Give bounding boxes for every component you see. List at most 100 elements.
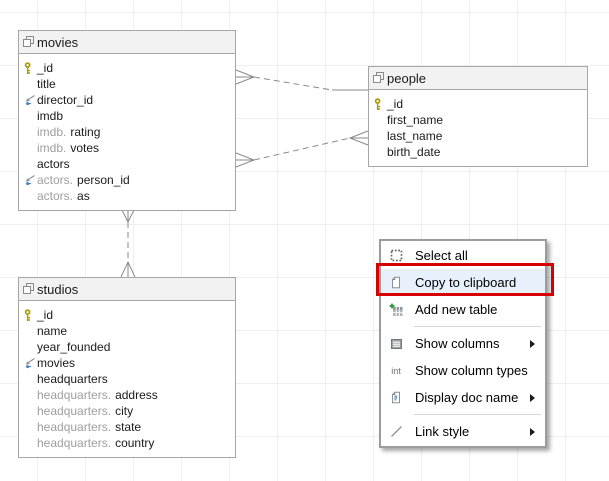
field-row[interactable]: headquarters: [19, 371, 235, 387]
submenu-arrow-icon: [530, 339, 535, 348]
field-name: imdb: [37, 109, 64, 123]
submenu-arrow-icon: [530, 393, 535, 402]
field-name: _id: [37, 308, 54, 322]
field-name: _id: [37, 61, 54, 75]
table-header[interactable]: people: [369, 67, 587, 90]
field-name: city: [115, 404, 134, 418]
menu-item-select-all[interactable]: Select all: [381, 242, 545, 269]
field-row[interactable]: title: [19, 76, 235, 92]
menu-item-add-new-table[interactable]: Add new table: [381, 296, 545, 323]
field-row[interactable]: headquarters.country: [19, 435, 235, 451]
field-row[interactable]: last_name: [369, 128, 587, 144]
field-row[interactable]: director_id: [19, 92, 235, 108]
field-name: votes: [70, 141, 100, 155]
field-prefix: headquarters.: [37, 404, 112, 418]
select-all-icon: [385, 249, 407, 262]
field-name: movies: [37, 356, 76, 370]
connector-movies-people-1: [235, 69, 368, 91]
field-prefix: headquarters.: [37, 388, 112, 402]
field-name: headquarters: [37, 372, 108, 386]
field-name: title: [37, 77, 56, 91]
collection-icon: [373, 71, 384, 86]
field-name: first_name: [387, 113, 444, 127]
field-prefix: actors.: [37, 189, 74, 203]
key-icon: [373, 97, 387, 111]
menu-item-label: Show columns: [415, 336, 500, 351]
int-icon: int: [391, 365, 401, 376]
field-name: year_founded: [37, 340, 111, 354]
field-name: address: [115, 388, 158, 402]
menu-item-display-doc-name[interactable]: Display doc name: [381, 384, 545, 411]
field-name: director_id: [37, 93, 94, 107]
field-row[interactable]: _id: [19, 60, 235, 76]
menu-item-label: Select all: [415, 248, 468, 263]
link-icon: [385, 425, 407, 438]
menu-item-copy-to-clipboard[interactable]: Copy to clipboard: [381, 269, 545, 296]
menu-item-label: Copy to clipboard: [415, 275, 517, 290]
table-title: people: [387, 70, 427, 86]
menu-item-show-column-types[interactable]: int Show column types: [381, 357, 545, 384]
table-title: movies: [37, 34, 79, 50]
field-row[interactable]: actors: [19, 156, 235, 172]
table-header[interactable]: movies: [19, 31, 235, 54]
field-name: rating: [70, 125, 101, 139]
field-prefix: imdb.: [37, 141, 67, 155]
field-row[interactable]: imdb.votes: [19, 140, 235, 156]
field-name: birth_date: [387, 145, 441, 159]
menu-item-show-columns[interactable]: Show columns: [381, 330, 545, 357]
collection-icon: [23, 282, 34, 297]
menu-item-label: Display doc name: [415, 390, 519, 405]
field-row[interactable]: _id: [369, 96, 587, 112]
field-row[interactable]: headquarters.city: [19, 403, 235, 419]
table-title: studios: [37, 281, 79, 297]
field-row[interactable]: birth_date: [369, 144, 587, 160]
field-row[interactable]: first_name: [369, 112, 587, 128]
menu-separator: [414, 414, 541, 415]
key-icon: [23, 61, 37, 75]
field-name: state: [115, 420, 142, 434]
field-name: country: [115, 436, 155, 450]
field-row[interactable]: actors.as: [19, 188, 235, 204]
field-row[interactable]: movies: [19, 355, 235, 371]
key-icon: [23, 308, 37, 322]
field-row[interactable]: headquarters.state: [19, 419, 235, 435]
field-row[interactable]: year_founded: [19, 339, 235, 355]
menu-item-label: Link style: [415, 424, 470, 439]
fk-icon: [23, 94, 37, 106]
field-name: person_id: [77, 173, 130, 187]
fk-icon: [23, 174, 37, 186]
menu-item-label: Add new table: [415, 302, 498, 317]
field-row[interactable]: name: [19, 323, 235, 339]
copy-icon: [385, 276, 407, 289]
menu-item-link-style[interactable]: Link style: [381, 418, 545, 445]
field-row[interactable]: _id: [19, 307, 235, 323]
connector-movies-people-2: [235, 130, 369, 168]
field-row[interactable]: imdb.rating: [19, 124, 235, 140]
field-name: _id: [387, 97, 404, 111]
field-row[interactable]: imdb: [19, 108, 235, 124]
field-row[interactable]: headquarters.address: [19, 387, 235, 403]
connector-movies-studios: [120, 207, 136, 278]
menu-item-label: Show column types: [415, 363, 528, 378]
field-prefix: headquarters.: [37, 420, 112, 434]
collection-icon: [23, 35, 34, 50]
field-row[interactable]: actors.person_id: [19, 172, 235, 188]
field-name: as: [77, 189, 90, 203]
field-prefix: actors.: [37, 173, 74, 187]
doc-icon: [385, 391, 407, 404]
menu-separator: [414, 326, 541, 327]
field-prefix: imdb.: [37, 125, 67, 139]
field-name: name: [37, 324, 68, 338]
field-name: actors: [37, 157, 70, 171]
add-table-icon: [385, 303, 407, 317]
table-header[interactable]: studios: [19, 278, 235, 301]
field-prefix: headquarters.: [37, 436, 112, 450]
